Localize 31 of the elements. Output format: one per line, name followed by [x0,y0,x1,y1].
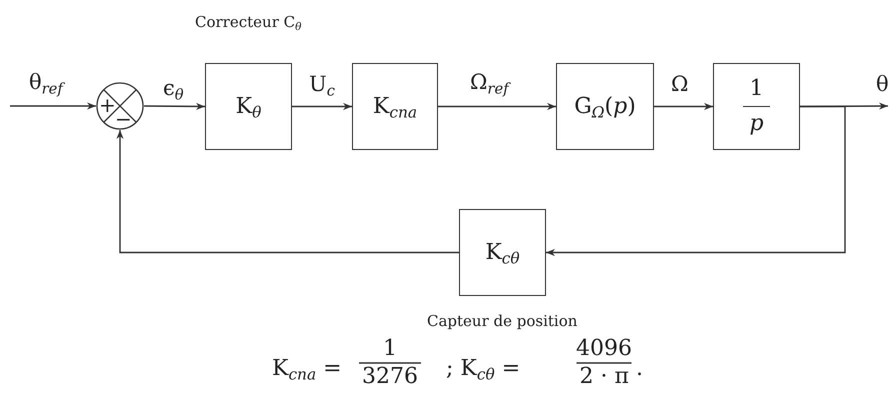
denominator: p [743,106,770,135]
arrow [438,102,556,110]
formula-text: . [636,358,643,380]
fraction-numerator: 1 [383,338,397,360]
formula-text: K$_{cna}$ = [272,358,342,380]
gain-block [352,63,438,150]
arrow [654,102,713,110]
block-caption: Capteur de position [427,314,578,329]
arrow [292,102,352,110]
arrow [546,106,846,256]
plus-sign: + [99,95,116,115]
summing-junction [96,82,144,130]
sensor-block [459,209,546,296]
block-label: K$_{cθ}$ [485,242,520,264]
integrator-block [713,63,800,150]
arrow [144,102,205,110]
block-caption: Correcteur C$_{θ}$ [195,15,302,30]
arrow [116,130,459,254]
block-label: G$_{Ω}$(p) [574,96,636,118]
signal-label: U$_{c}$ [308,74,336,95]
fraction-denominator: 2 · π [580,366,629,388]
transfer-function-block [556,63,654,150]
block-label: K$_{θ}$ [236,96,262,118]
formula-text: ; K$_{cθ}$ = [446,358,520,380]
minus-sign: − [115,109,132,129]
fraction-numerator: 4096 [576,338,632,360]
block-label: K$_{cna}$ [372,96,418,118]
numerator: 1 [750,78,764,100]
gain-block [205,63,292,150]
arrow [10,102,96,110]
fraction-denominator: 3276 [362,366,418,388]
